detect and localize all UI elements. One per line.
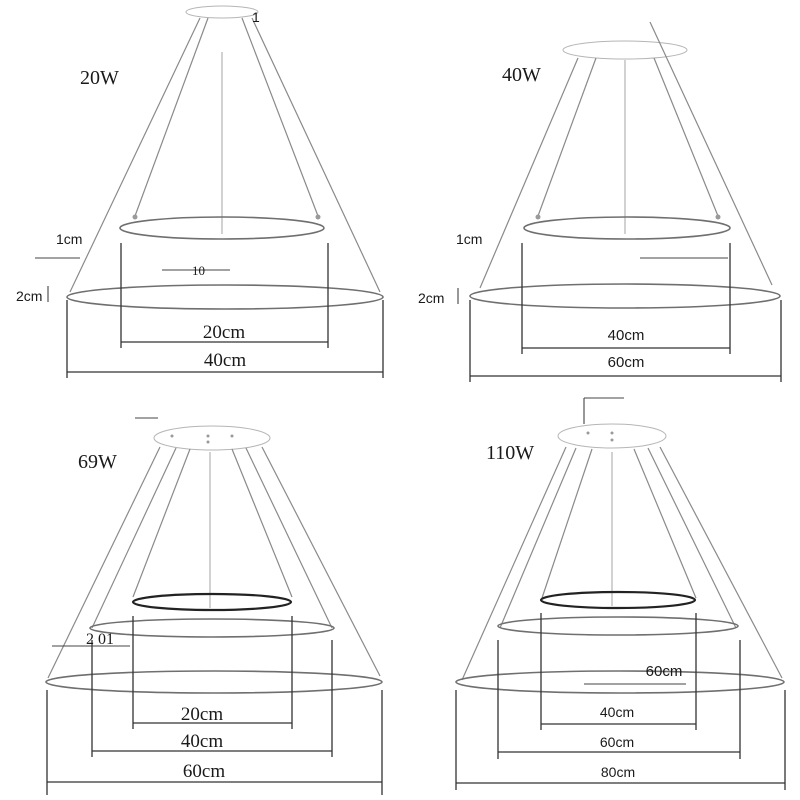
suspension-wire	[649, 21, 773, 286]
suspension-wire	[261, 446, 381, 677]
canopy-screw	[170, 434, 174, 438]
garbled-mark: 2 01	[86, 631, 114, 648]
suspension-wire	[91, 447, 177, 629]
dimension-label-60cm: 60cm	[608, 354, 645, 371]
dimension-label-60cm: 60cm	[600, 734, 634, 750]
suspension-wire	[541, 448, 593, 599]
wattage-label: 40W	[502, 64, 541, 86]
canopy-screw	[230, 434, 234, 438]
dimension-label-40cm: 40cm	[204, 350, 246, 371]
ceiling-canopy	[185, 5, 259, 19]
canopy-screw	[610, 438, 614, 442]
middle-ring	[89, 618, 335, 638]
suspension-wire	[231, 448, 293, 598]
suspension-wire	[461, 446, 567, 681]
dimension-label-40cm: 40cm	[600, 704, 634, 720]
small-ring	[119, 216, 325, 240]
ceiling-canopy	[153, 425, 271, 451]
canopy-screw	[206, 440, 210, 444]
large-ring	[45, 670, 383, 694]
large-ring	[455, 670, 785, 694]
small-ring	[523, 216, 731, 240]
large-ring	[469, 283, 781, 309]
suspension-wire	[134, 17, 209, 217]
panel-69w: 69W 2 01 20cm 40cm 60cm	[45, 417, 383, 795]
large-ring	[66, 284, 384, 310]
suspension-wire	[132, 448, 191, 598]
suspension-wire	[499, 447, 577, 629]
panel-20w: 1 20W 1cm 2cm 10 20cm 40cm	[16, 5, 384, 378]
suspension-wire	[47, 446, 161, 679]
large-ring-height-label: 2cm	[418, 290, 444, 306]
wattage-label: 20W	[80, 67, 119, 89]
ring-clip	[315, 214, 321, 220]
dimension-label-40cm: 40cm	[181, 731, 223, 752]
dimension-label-20cm: 20cm	[203, 322, 245, 343]
ring-clip	[715, 214, 721, 220]
ceiling-canopy	[562, 40, 688, 60]
suspension-wire	[245, 447, 333, 629]
small-ring-height-label: 1cm	[56, 231, 82, 247]
canopy-screw	[586, 431, 590, 435]
canopy-screw	[206, 434, 210, 438]
suspension-wire	[479, 57, 579, 289]
suspension-wire	[647, 447, 737, 629]
wattage-label: 69W	[78, 451, 117, 473]
large-ring-height-label: 2cm	[16, 288, 42, 304]
suspension-wire	[653, 57, 719, 217]
ceiling-canopy	[557, 423, 667, 449]
dimension-label-20cm: 20cm	[181, 704, 223, 725]
suspension-wire	[69, 17, 201, 293]
wattage-label: 110W	[486, 442, 534, 464]
dimension-label-60cm: 60cm	[183, 761, 225, 782]
dimension-label-40cm: 40cm	[608, 327, 645, 344]
panel-110w: 110W 60cm 40cm 60cm 80cm	[455, 397, 786, 790]
small-ring	[539, 590, 697, 610]
canopy-mark: 1	[252, 9, 260, 25]
small-ring-height-label: 1cm	[456, 231, 482, 247]
suspension-wire	[251, 17, 381, 293]
garbled-mark: 10	[192, 263, 205, 278]
canopy-screw	[610, 431, 614, 435]
suspension-wire	[659, 446, 783, 679]
panel-40w: 40W 1cm 2cm 40cm 60cm	[418, 21, 782, 382]
small-ring	[131, 592, 293, 612]
ring-clip	[132, 214, 138, 220]
middle-ring	[497, 616, 739, 636]
suspension-wire	[633, 448, 697, 599]
suspension-wire	[241, 17, 319, 217]
dimension-label-80cm: 80cm	[601, 764, 635, 780]
ring-clip	[535, 214, 541, 220]
suspension-wire	[537, 57, 597, 217]
garbled-mark: 60cm	[646, 663, 683, 680]
